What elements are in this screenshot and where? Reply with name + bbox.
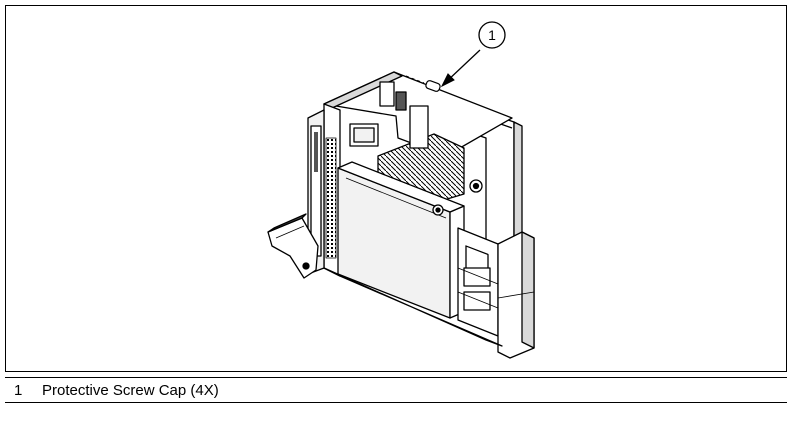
callout-bubble <box>478 21 506 49</box>
legend-label: Protective Screw Cap (4X) <box>42 381 219 399</box>
callout-leader <box>445 49 481 83</box>
bottom-rail <box>323 267 503 347</box>
callout-arrowhead <box>440 73 455 88</box>
bracket <box>409 105 429 149</box>
legend-number: 1 <box>14 381 23 399</box>
callout-number: 1 <box>488 27 496 43</box>
figure-frame: 1 <box>5 5 787 372</box>
connector-pins <box>325 137 337 259</box>
callout-1: 1 <box>440 21 506 88</box>
protective-screw-cap <box>425 80 441 92</box>
controller-illustration: 1 <box>267 21 535 359</box>
legend-bar: 1 Protective Screw Cap (4X) <box>5 377 787 403</box>
